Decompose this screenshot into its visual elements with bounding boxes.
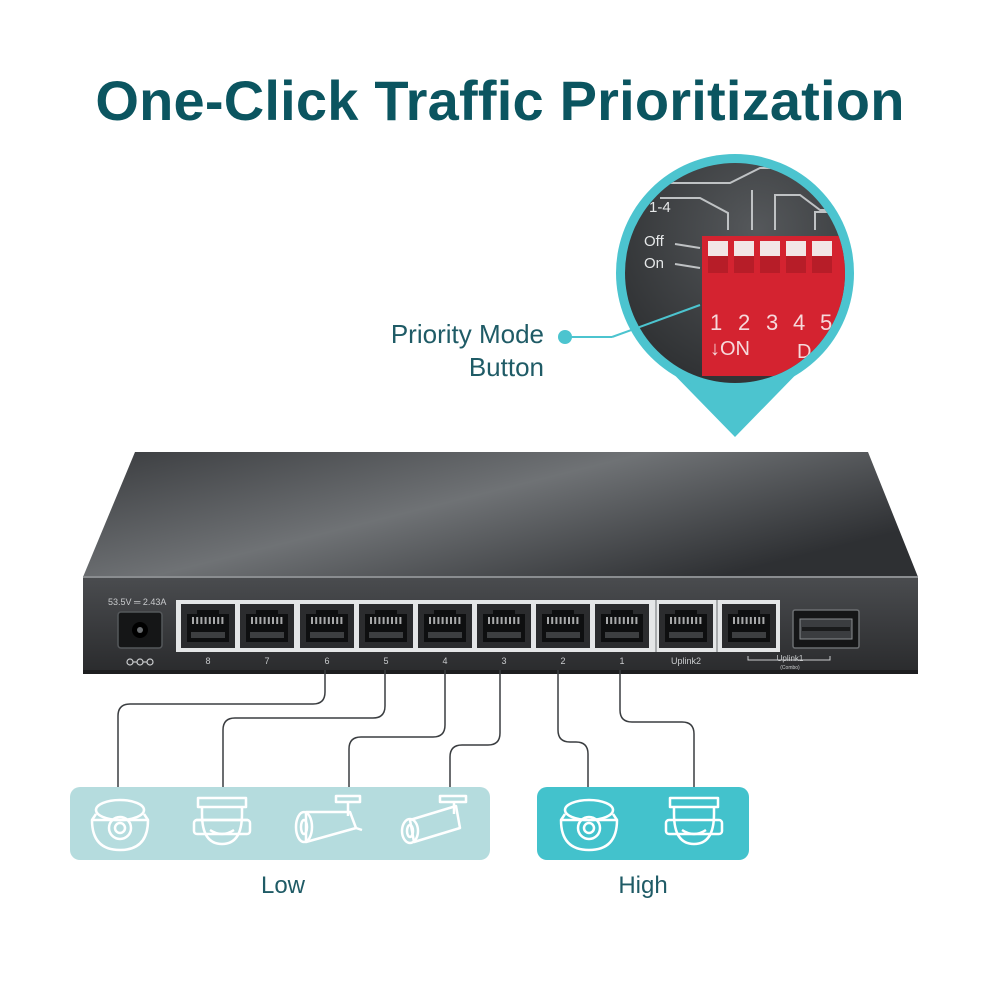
port-label-3: 3	[501, 656, 506, 666]
rj45-port-1[interactable]	[595, 604, 649, 648]
dip-group-label: 1-4	[649, 199, 671, 216]
rj45-port-uplink-2[interactable]	[659, 604, 713, 648]
callout-line-1: Priority Mode	[390, 319, 544, 349]
rj45-port-5[interactable]	[359, 604, 413, 648]
callout-label: Priority Mode Button	[391, 318, 544, 384]
port-label-7: 7	[264, 656, 269, 666]
rj45-port-uplink-1[interactable]	[722, 604, 776, 648]
high-priority-panel	[537, 787, 749, 860]
dip-toggles	[708, 241, 832, 273]
network-switch: 53.5V ═ 2.43A 8 7 6 5 4 3 2 1 Uplink2	[83, 452, 918, 674]
rj45-ports	[181, 604, 776, 648]
sfp-slot[interactable]	[792, 609, 860, 649]
power-jack[interactable]	[117, 611, 163, 649]
dip-number-1: 1	[710, 310, 722, 335]
cables	[117, 670, 695, 790]
dip-on-label: On	[644, 255, 664, 272]
port-label-4: 4	[442, 656, 447, 666]
rj45-port-7[interactable]	[240, 604, 294, 648]
dome-camera-icon	[664, 796, 724, 846]
port-label-6: 6	[324, 656, 329, 666]
uplink1-sub-label: (Combo)	[780, 665, 800, 671]
dip-on-text: ↓ON	[710, 338, 750, 360]
bullet-camera-icon	[294, 794, 363, 844]
dome-camera-icon	[192, 796, 252, 846]
low-priority-panel	[70, 787, 490, 860]
rj45-port-2[interactable]	[536, 604, 590, 648]
power-label: 53.5V ═ 2.43A	[108, 597, 166, 607]
rj45-port-3[interactable]	[477, 604, 531, 648]
port-label-1: 1	[619, 656, 624, 666]
headline: One-Click Traffic Prioritization	[95, 69, 905, 132]
rj45-port-6[interactable]	[300, 604, 354, 648]
polarity-icon	[126, 658, 154, 666]
port-label-5: 5	[383, 656, 388, 666]
dip-numbers: 1 2 3 4 5 ↓ON D	[710, 310, 832, 363]
dip-number-4: 4	[793, 310, 805, 335]
low-priority-label: Low	[260, 872, 306, 899]
bullet-camera-icon	[400, 794, 468, 845]
dip-number-5: 5	[820, 310, 832, 335]
port-label-8: 8	[205, 656, 210, 666]
high-priority-label: High	[618, 872, 668, 899]
rj45-port-4[interactable]	[418, 604, 472, 648]
dip-number-3: 3	[766, 310, 778, 335]
dip-switch[interactable]: 1 2 3 4 5 ↓ON D	[702, 236, 852, 376]
dome-camera-icon	[90, 798, 150, 852]
rj45-port-8[interactable]	[181, 604, 235, 648]
switch-top	[83, 452, 918, 577]
uplink1-label: Uplink1	[777, 654, 804, 663]
dip-off-label: Off	[644, 233, 665, 250]
zoom-callout: 1-4 Off On 1 2 3 4 5 ↓	[558, 154, 854, 437]
dip-number-2: 2	[738, 310, 750, 335]
callout-dot	[558, 330, 572, 344]
dome-camera-icon	[559, 798, 619, 852]
uplink2-label: Uplink2	[671, 656, 701, 666]
port-label-2: 2	[560, 656, 565, 666]
callout-line-2: Button	[468, 352, 544, 382]
